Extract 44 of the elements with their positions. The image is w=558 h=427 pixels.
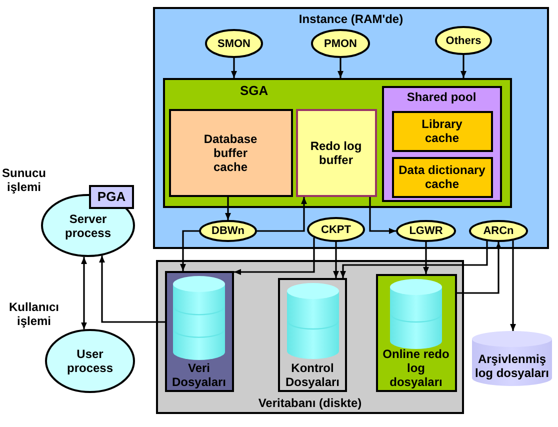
group-title: Instance (RAM'de): [298, 12, 404, 26]
arrow: [510, 240, 516, 331]
group-title: SGA: [240, 84, 268, 98]
arrow: [338, 58, 344, 78]
process-ellipse: SMON: [205, 29, 263, 58]
arrow: [333, 242, 339, 278]
file-box: [278, 278, 347, 392]
process-ellipse: PMON: [311, 29, 370, 58]
component-box: Redo log buffer: [296, 108, 376, 196]
process-ellipse: ARCn: [469, 220, 528, 242]
group-panel: [163, 78, 512, 208]
component-box: Data dictionary cache: [392, 156, 492, 198]
arrow: [99, 256, 165, 323]
file-box: [376, 274, 457, 392]
double-arrow: [81, 257, 87, 330]
arrow: [340, 241, 488, 278]
file-label: Veri Dosyaları: [170, 361, 228, 389]
group-title: Shared pool: [406, 90, 476, 104]
file-label: Kontrol Dosyaları: [284, 361, 341, 389]
process-ellipse: User process: [45, 329, 135, 393]
process-ellipse: DBWn: [199, 220, 257, 242]
group-panel: [382, 86, 502, 202]
arrow: [180, 230, 199, 271]
process-ellipse: CKPT: [307, 217, 365, 242]
file-label: Online redo log dosyaları: [382, 347, 450, 389]
process-ellipse: Others: [435, 26, 492, 55]
component-box: Database buffer cache: [168, 108, 292, 196]
arrow: [231, 58, 237, 78]
arrow: [225, 197, 231, 220]
component-box: Library cache: [392, 110, 492, 152]
arrow: [234, 238, 315, 275]
group-title: Veritabanı (diskte): [258, 396, 362, 410]
arrow: [423, 242, 429, 274]
caption-label: Sunucu işlemi: [1, 166, 47, 194]
group-panel: [153, 7, 549, 249]
component-box: PGA: [89, 185, 134, 209]
process-ellipse: LGWR: [396, 220, 456, 242]
file-box: [165, 271, 234, 392]
arrow: [457, 242, 502, 294]
arrow: [369, 197, 396, 234]
caption-label: Kullanıcı işlemi: [8, 300, 60, 328]
arrow: [257, 197, 307, 232]
arrow: [460, 55, 466, 78]
group-panel: [156, 260, 464, 414]
